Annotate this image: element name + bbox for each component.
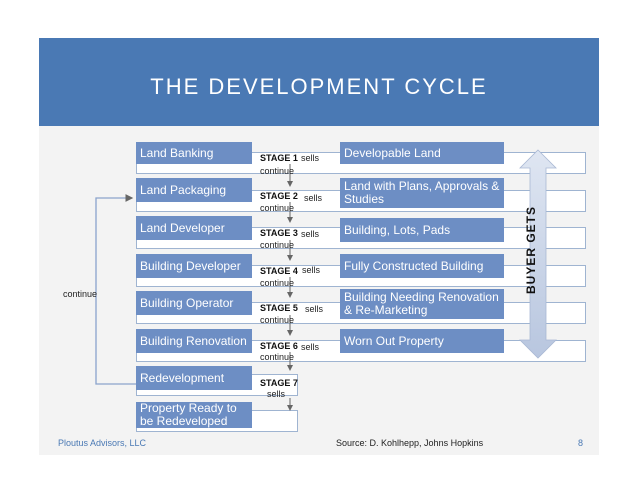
stage-5-sells: sells xyxy=(305,304,324,314)
title-banner xyxy=(39,38,599,126)
stage-6-continue: continue xyxy=(260,352,295,362)
stage-2-sells: sells xyxy=(304,193,323,203)
stage-5-right-box: Building Needing Renovation & Re-Marketi… xyxy=(340,289,504,319)
stage-3-left-box: Land Developer xyxy=(136,216,252,240)
stage-7-sells: sells xyxy=(267,389,286,399)
footer-page-number: 8 xyxy=(578,438,584,448)
stage-2-continue: continue xyxy=(260,203,295,213)
stage-2-left-box: Land Packaging xyxy=(136,178,252,202)
stage-2-right-box: Land with Plans, Approvals & Studies xyxy=(340,178,504,208)
stage-5-left-box: Building Operator xyxy=(136,291,252,315)
stage-3-label: STAGE 3 xyxy=(260,228,298,238)
footer-company: Ploutus Advisors, LLC xyxy=(58,438,147,448)
stage-5-label: STAGE 5 xyxy=(260,303,298,313)
stage-1-continue: continue xyxy=(260,166,295,176)
stage-4-sells: sells xyxy=(302,265,321,275)
stage-1-sells: sells xyxy=(301,153,320,163)
stage-3-continue: continue xyxy=(260,240,295,250)
stage-6-left-box: Building Renovation xyxy=(136,329,252,353)
final-property-box: Property Ready to be Redeveloped xyxy=(136,402,252,428)
stage-4-left-box: Building Developer xyxy=(136,254,252,278)
stage-1-left-box: Land Banking xyxy=(136,142,252,164)
stage-7-left-box: Redevelopment xyxy=(136,366,252,390)
loop-continue-label: continue xyxy=(63,289,98,299)
stage-7-label: STAGE 7 xyxy=(260,378,298,388)
stage-3-right-box: Building, Lots, Pads xyxy=(340,218,504,242)
stage-1-label: STAGE 1 xyxy=(260,153,298,163)
stage-3-sells: sells xyxy=(301,229,320,239)
footer-source: Source: D. Kohlhepp, Johns Hopkins xyxy=(336,438,484,448)
stage-6-sells: sells xyxy=(301,342,320,352)
stage-4-right-box: Fully Constructed Building xyxy=(340,254,504,278)
stage-1-right-box: Developable Land xyxy=(340,142,504,164)
stage-5-continue: continue xyxy=(260,315,295,325)
buyer-gets-label: BUYER GETS xyxy=(524,206,538,295)
stage-4-label: STAGE 4 xyxy=(260,266,298,276)
stage-6-label: STAGE 6 xyxy=(260,341,298,351)
slide-title: THE DEVELOPMENT CYCLE xyxy=(150,74,488,99)
stage-6-right-box: Worn Out Property xyxy=(340,329,504,353)
stage-2-label: STAGE 2 xyxy=(260,191,298,201)
stage-4-continue: continue xyxy=(260,278,295,288)
